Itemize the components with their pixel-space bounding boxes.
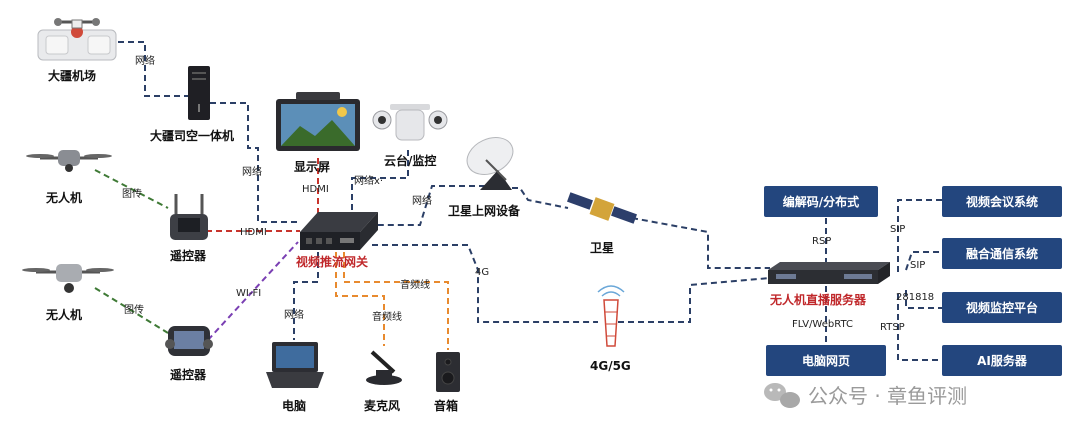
conn-sat-net: 网络 bbox=[412, 194, 432, 207]
conn-drone2-tx: 图传 bbox=[124, 304, 144, 316]
conn-ptz-net: 网络x· bbox=[354, 174, 383, 187]
link-gateway-computer bbox=[293, 252, 319, 340]
box-video-monitor-text: 视频监控平台 bbox=[966, 300, 1038, 315]
link-satellite-terminal bbox=[372, 185, 485, 226]
box-video-conf-text: 视频会议系统 bbox=[966, 194, 1038, 209]
label-satellite: 卫星 bbox=[590, 241, 614, 255]
conn-wifi: WI-FI bbox=[236, 288, 261, 299]
label-ptz-camera: 云台/监控 bbox=[384, 153, 436, 168]
conn-rtsp: RTSP bbox=[880, 322, 905, 333]
rack-server-icon bbox=[768, 262, 890, 284]
link-server-monitor bbox=[905, 290, 942, 309]
link-drone2-tx bbox=[94, 287, 169, 334]
label-microphone: 麦克风 bbox=[364, 398, 400, 413]
label-drone-2: 无人机 bbox=[45, 307, 82, 322]
link-audio-speaker bbox=[343, 252, 449, 350]
box-ai-server-text: AI服务器 bbox=[977, 353, 1028, 368]
link-dock-network bbox=[118, 41, 188, 97]
satellite-dish-icon bbox=[466, 137, 514, 190]
label-remote-1: 遥控器 bbox=[170, 248, 207, 263]
conn-gb: 281818 bbox=[896, 292, 934, 303]
link-ptz-network bbox=[351, 150, 409, 214]
conn-flv: FLV/WebRTC bbox=[792, 319, 853, 330]
wechat-logo-icon bbox=[764, 383, 800, 408]
label-satellite-terminal: 卫星上网设备 bbox=[448, 203, 521, 218]
microphone-icon bbox=[366, 350, 402, 385]
link-remote-wifi bbox=[207, 241, 299, 341]
link-sikong-gateway bbox=[210, 102, 300, 223]
link-terminal-satellite bbox=[512, 187, 569, 209]
conn-rsp: RSP bbox=[812, 236, 831, 247]
dji-dock-icon bbox=[37, 18, 117, 61]
link-tower-server bbox=[618, 277, 771, 323]
conn-4g: 4G bbox=[475, 267, 489, 278]
box-codec-text: 编解码/分布式 bbox=[782, 194, 859, 209]
link-satellite-server bbox=[631, 217, 770, 269]
label-dji-dock: 大疆机场 bbox=[48, 68, 96, 83]
conn-dock-net: 网络 bbox=[135, 54, 155, 67]
link-server-ai bbox=[897, 294, 942, 361]
label-computer: 电脑 bbox=[282, 398, 306, 413]
label-live-server: 无人机直播服务器 bbox=[769, 292, 867, 307]
box-fusion-comm-text: 融合通信系统 bbox=[966, 246, 1038, 261]
box-web: 电脑网页 bbox=[766, 345, 886, 376]
box-ai-server: AI服务器 bbox=[942, 345, 1062, 376]
link-drone1-tx bbox=[94, 169, 169, 209]
conn-audio-mic: 音频线 bbox=[372, 310, 402, 323]
conn-remote-hdmi: HDMI bbox=[240, 227, 267, 238]
video-gateway-icon bbox=[300, 212, 378, 250]
remote-controller-2-icon bbox=[165, 326, 213, 356]
conn-sikong-net: 网络 bbox=[242, 165, 262, 178]
drone-2-icon bbox=[22, 264, 114, 293]
drone-1-icon bbox=[26, 150, 112, 172]
satellite-icon bbox=[567, 192, 637, 224]
label-display: 显示屏 bbox=[294, 160, 330, 174]
label-tower: 4G/5G bbox=[590, 359, 631, 373]
conn-computer-net: 网络 bbox=[284, 308, 304, 321]
box-video-monitor: 视频监控平台 bbox=[942, 292, 1062, 323]
box-codec: 编解码/分布式 bbox=[764, 186, 878, 217]
label-gateway: 视频推流网关 bbox=[296, 254, 368, 269]
pc-tower-icon bbox=[188, 66, 210, 120]
label-remote-2: 遥控器 bbox=[170, 367, 207, 382]
conn-sip-1: SIP bbox=[890, 224, 905, 235]
conn-audio-speaker: 音频线 bbox=[400, 278, 430, 291]
box-fusion-comm: 融合通信系统 bbox=[942, 238, 1062, 269]
box-video-conf: 视频会议系统 bbox=[942, 186, 1062, 217]
label-dji-sikong: 大疆司空一体机 bbox=[150, 128, 234, 143]
conn-hdmi-display: HDMI bbox=[302, 184, 329, 195]
cell-tower-icon bbox=[597, 285, 625, 347]
box-web-text: 电脑网页 bbox=[802, 353, 850, 368]
label-drone-1: 无人机 bbox=[45, 190, 82, 205]
link-gateway-4g bbox=[372, 244, 598, 323]
ptz-camera-icon bbox=[372, 104, 448, 141]
laptop-icon bbox=[266, 342, 324, 388]
conn-sip-2: SIP bbox=[910, 260, 925, 271]
label-speaker: 音箱 bbox=[434, 398, 458, 413]
speaker-icon bbox=[436, 352, 460, 392]
watermark-text: 公众号 · 章鱼评测 bbox=[808, 384, 967, 408]
link-server-videoconf bbox=[897, 199, 942, 272]
link-audio-mic bbox=[335, 252, 385, 346]
conn-drone1-tx: 图传 bbox=[122, 188, 142, 200]
remote-controller-1-icon bbox=[170, 194, 208, 240]
display-monitor-icon bbox=[276, 92, 360, 151]
